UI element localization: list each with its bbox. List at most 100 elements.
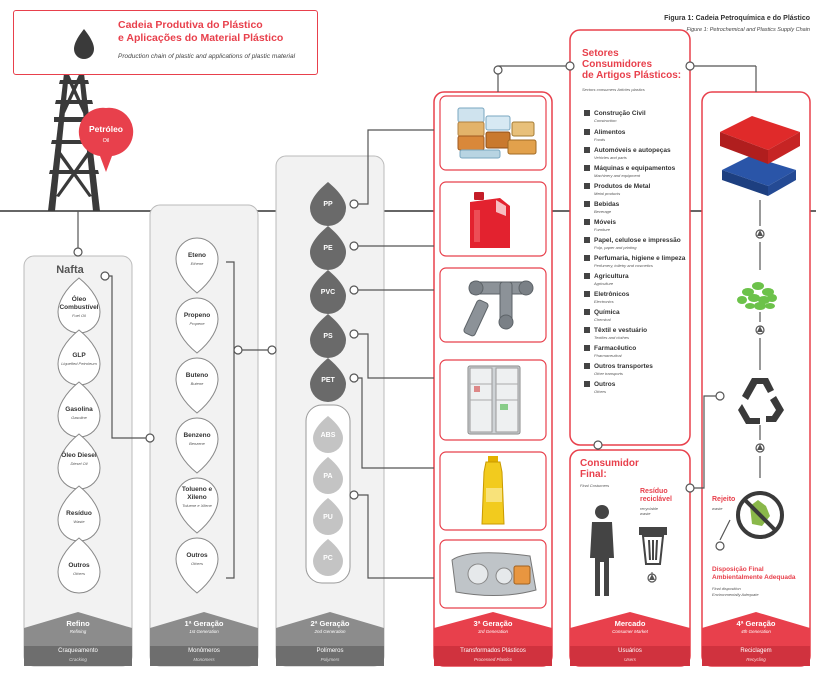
segunda-footer-en: 2nd Generation <box>314 629 346 634</box>
polymer-drop <box>310 270 346 314</box>
polymer-drop-light <box>313 539 343 576</box>
setores-title: Setores Consumidores de Artigos Plástico… <box>582 48 682 81</box>
polymer-label-ps: PS <box>323 333 333 340</box>
terceira-footer: 3ª Geração <box>473 619 513 628</box>
terceira-footer2: Transformados Plásticos <box>460 648 526 654</box>
polymer-drop-light <box>313 498 343 535</box>
consumidor-subtitle: Final Costumers <box>580 483 610 488</box>
monomer-drop <box>175 537 219 594</box>
polymer-label-pa: PA <box>323 473 333 480</box>
quarta-footer-en: 4th Generation <box>741 629 771 634</box>
primeira-footer2-en: Monomers <box>193 657 215 662</box>
monomer-drop <box>175 297 219 354</box>
rejeito-label: Rejeito <box>712 496 736 503</box>
primeira-footer2: Monômeros <box>188 648 220 654</box>
primeira-footer: 1ª Geração <box>184 619 224 628</box>
polymer-drop <box>310 182 346 226</box>
title-box: Cadeia Produtiva do Plástico e Aplicaçõe… <box>13 10 318 75</box>
disposicao-label: Disposição Final Ambientalmente Adequada <box>712 566 796 581</box>
pvc-pipes-icon <box>463 280 534 337</box>
polymer-label-pe: PE <box>323 245 333 252</box>
polymer-label-pvc: PVC <box>320 289 336 296</box>
consumidor-column <box>569 449 691 667</box>
oil-bottle-icon <box>481 456 505 525</box>
quarta-footer2: Reciclagem <box>740 648 772 654</box>
disposicao-en: Final disposition Environmentally Adequa… <box>712 586 759 597</box>
quarta-footer2-en: Recycling <box>746 657 766 662</box>
recycle-connectors <box>719 200 761 541</box>
consumidor-footer: Mercado <box>614 619 646 628</box>
petroleo-pin-shape <box>78 107 134 172</box>
consumidor-footer2: Usuários <box>618 648 642 654</box>
oil-drop-icon <box>74 29 94 59</box>
consumidor-footer-en: Consumer Market <box>612 629 648 634</box>
nafta-footer2-en: Cracking <box>69 657 87 662</box>
monomer-drop <box>175 477 219 534</box>
petroleo-sub: Oil <box>103 138 110 144</box>
figure-caption-en: Figure 1: Petrochemical and Plastics Sup… <box>686 27 810 33</box>
refrigerator-icon <box>467 365 521 435</box>
residuo-label: Resíduo reciclável <box>640 488 672 503</box>
up-arrows <box>649 230 763 580</box>
residuo-en: recyclable waste <box>640 506 659 516</box>
plastic-pallets-icon <box>720 116 800 196</box>
nafta-drop <box>57 537 101 594</box>
trash-bin-icon <box>639 527 667 565</box>
monomer-drop <box>175 417 219 474</box>
food-containers-icon <box>457 107 537 159</box>
polymer-drop <box>310 314 346 358</box>
polymer-label-pet: PET <box>321 377 335 384</box>
polymer-label-pc: PC <box>323 555 333 562</box>
petroleo-label: Petróleo <box>89 124 123 134</box>
person-icon <box>590 505 614 596</box>
nafta-footer-en: Refining <box>69 629 87 634</box>
polymer-drop <box>310 358 346 402</box>
car-headlight-icon <box>451 552 537 597</box>
nafta-footer2: Craqueamento <box>58 648 98 654</box>
no-landfill-icon <box>736 491 784 539</box>
polymer-drop-light <box>313 457 343 494</box>
plastic-pellets-icon <box>737 282 777 310</box>
setores-box <box>569 29 691 446</box>
polymer-label-pu: PU <box>323 514 333 521</box>
polymer-drop-light <box>313 416 343 453</box>
title-line1: Cadeia Produtiva do Plástico <box>118 19 263 31</box>
nafta-title: Nafta <box>56 264 84 276</box>
monomer-drop <box>175 237 219 294</box>
consumidor-title: Consumidor Final: <box>580 458 639 480</box>
product-tile <box>439 267 547 343</box>
figure-caption: Figura 1: Cadeia Petroquímica e do Plást… <box>664 15 810 22</box>
segunda-footer: 2ª Geração <box>310 619 350 628</box>
segunda-footer2: Polímeros <box>316 648 344 654</box>
title-line2: e Aplicações do Material Plástico <box>118 32 284 44</box>
primeira-footer-en: 1st Generation <box>189 629 219 634</box>
nafta-footer: Refino <box>66 619 90 628</box>
terceira-footer2-en: Processed Plastics <box>473 657 512 662</box>
